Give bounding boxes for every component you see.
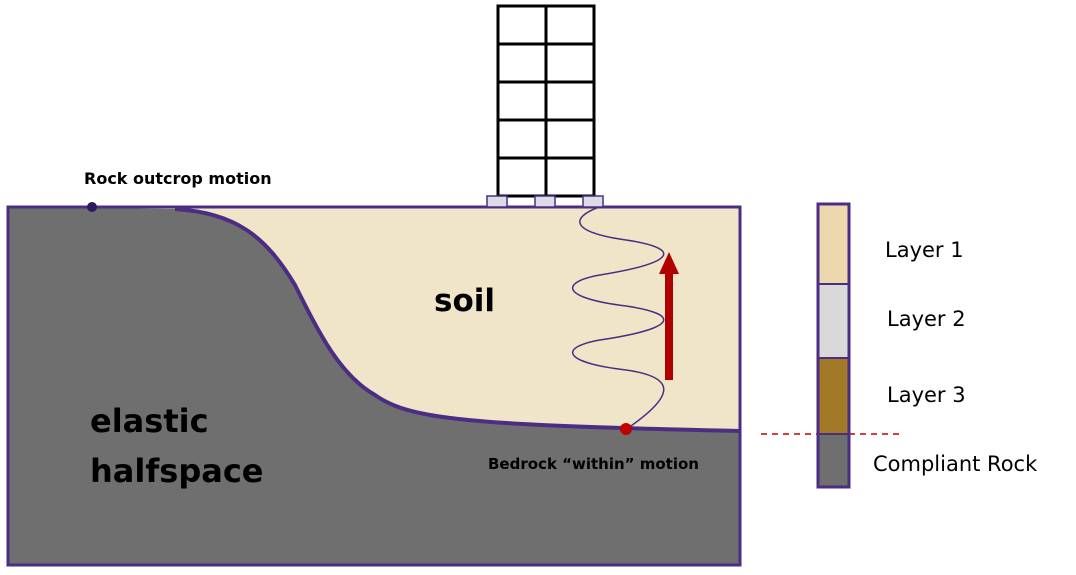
compliant-rock-label: Compliant Rock [873, 452, 1038, 476]
building-frame [496, 4, 596, 198]
layer-3-label: Layer 3 [887, 383, 966, 407]
rock-outcrop-label: Rock outcrop motion [84, 169, 272, 188]
soil-rock-interface [174, 207, 741, 433]
profile-layer-2 [818, 284, 849, 358]
bedrock-within-label: Bedrock “within” motion [488, 455, 699, 473]
elastic-label: elastic [90, 402, 209, 440]
bedrock-within-point [620, 423, 632, 435]
shear-wave [571, 206, 665, 429]
profile-border [816, 202, 851, 489]
layer-2-label: Layer 2 [887, 307, 966, 331]
elastic-halfspace-region [8, 207, 740, 565]
profile-layer-3 [818, 358, 849, 434]
footings [486, 195, 604, 208]
soil-label: soil [434, 283, 495, 319]
layer-1-label: Layer 1 [885, 238, 964, 262]
rock-outcrop-point [87, 202, 97, 212]
footing-left [486, 195, 508, 208]
soil-profile-column [816, 202, 851, 489]
profile-layer-1 [818, 204, 849, 284]
halfspace-label: halfspace [90, 452, 263, 490]
footing-right [582, 195, 604, 208]
model-border [6, 205, 742, 567]
footing-middle [534, 195, 556, 208]
profile-compliant-rock [818, 434, 849, 487]
propagation-arrow [659, 252, 679, 380]
